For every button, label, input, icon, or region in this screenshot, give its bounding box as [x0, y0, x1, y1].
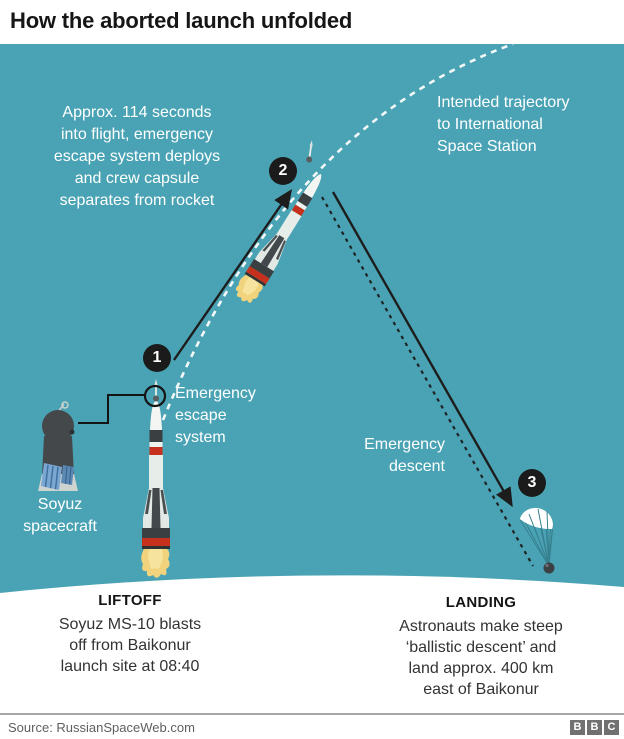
ground: [0, 575, 624, 713]
parachute-icon: [519, 507, 555, 574]
escape-system-line: Emergency: [175, 385, 256, 402]
liftoff-block: LIFTOFF Soyuz MS-10 blasts off from Baik…: [20, 592, 240, 677]
liftoff-line: Soyuz MS-10 blasts: [58, 616, 202, 633]
emergency-descent-line: Emergency: [364, 436, 445, 453]
intended-trajectory-line-text: to International: [437, 116, 543, 133]
source-credit: Source: RussianSpaceWeb.com: [8, 719, 195, 735]
landing-heading: LANDING: [445, 594, 517, 611]
soyuz-label-line: Soyuz: [37, 496, 83, 513]
intended-trajectory-line-text: Space Station: [437, 138, 537, 155]
landing-block: LANDING Astronauts make steep ‘ballistic…: [371, 594, 591, 700]
emergency-descent-line: descent: [388, 458, 445, 475]
descent-arrow: [331, 191, 513, 508]
soyuz-label: Soyuz spacecraft: [8, 494, 112, 538]
flight-note-line: escape system deploys: [53, 148, 221, 165]
bbc-logo-letter: C: [604, 719, 619, 735]
bbc-logo: B B C: [570, 719, 619, 735]
landing-line: land approx. 400 km: [408, 660, 554, 677]
step-marker-2: 2: [269, 157, 297, 185]
soyuz-spacecraft-icon: [38, 401, 78, 491]
soyuz-label-line: spacecraft: [23, 518, 97, 535]
escape-system-line: system: [175, 429, 226, 446]
intended-trajectory-line: [161, 44, 514, 421]
bbc-logo-letter: B: [570, 719, 585, 735]
escape-tower-icon: [153, 379, 159, 402]
landing-line: Astronauts make steep: [399, 618, 563, 635]
liftoff-heading: LIFTOFF: [98, 592, 162, 609]
escape-system-line: escape: [175, 407, 227, 424]
landing-line: east of Baikonur: [423, 681, 539, 698]
escape-system-label: Emergency escape system: [175, 383, 256, 449]
flight-note-line: into flight, emergency: [60, 126, 214, 143]
rocket-icon: [141, 379, 170, 578]
emergency-descent-label: Emergency descent: [345, 434, 445, 478]
flight-note: Approx. 114 seconds into flight, emergen…: [27, 102, 247, 212]
intended-trajectory-label: Intended trajectory to International Spa…: [437, 92, 570, 158]
flight-note-line: Approx. 114 seconds: [62, 104, 212, 121]
step-marker-3: 3: [518, 469, 546, 497]
footer: Source: RussianSpaceWeb.com B B C: [0, 713, 624, 739]
step-marker-1: 1: [143, 344, 171, 372]
diagram-canvas: [0, 44, 624, 713]
liftoff-line: launch site at 08:40: [60, 658, 200, 675]
intended-trajectory-line-text: Intended trajectory: [437, 94, 570, 111]
bbc-logo-letter: B: [587, 719, 602, 735]
liftoff-line: off from Baikonur: [69, 637, 191, 654]
ascent-arrow: [173, 189, 293, 361]
sky-background: [0, 44, 624, 713]
page-title: How the aborted launch unfolded: [10, 8, 353, 33]
callout-connector: [78, 394, 145, 424]
landing-line: ‘ballistic descent’ and: [405, 639, 557, 656]
escape-tower-icon-separated: [305, 139, 315, 163]
flight-note-line: separates from rocket: [59, 192, 215, 209]
flight-note-line: and crew capsule: [74, 170, 200, 187]
descent-path-line: [321, 196, 534, 567]
